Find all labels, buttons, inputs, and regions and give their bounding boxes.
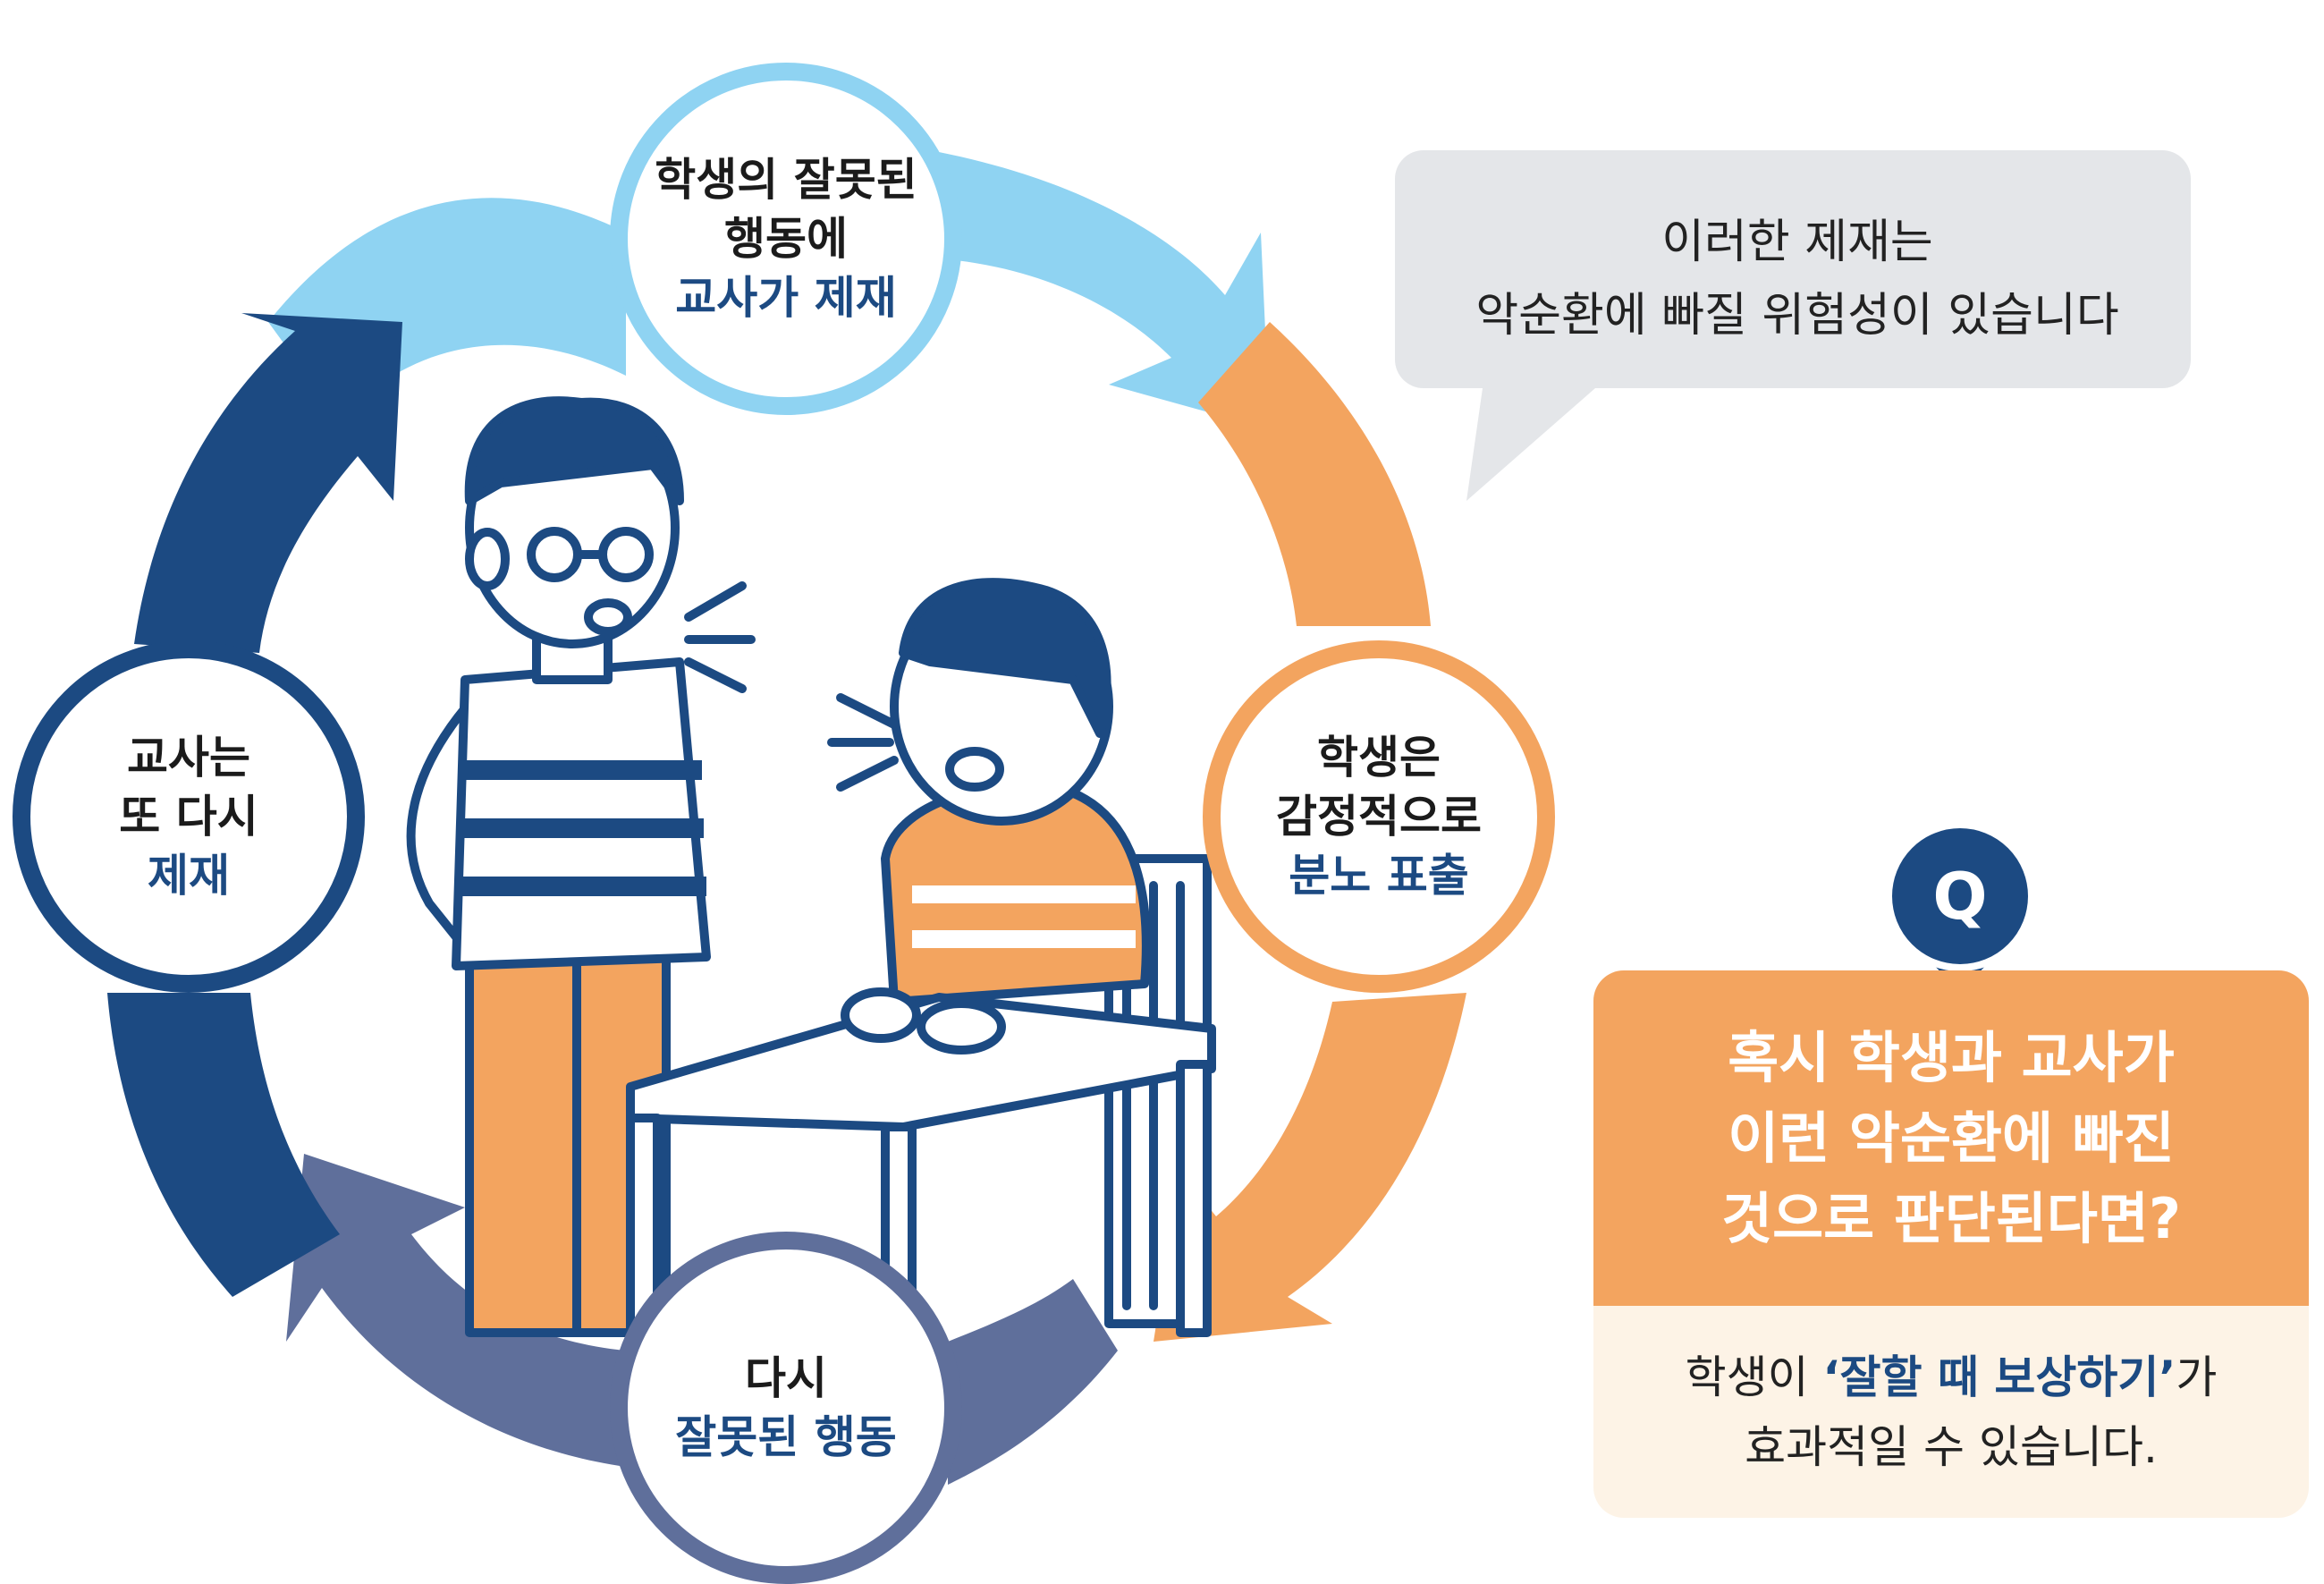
question-title: 혹시 학생과 교사가 이런 악순환에 빠진 것으로 판단된다면? bbox=[1593, 970, 2309, 1306]
student-illustration bbox=[626, 578, 1216, 1337]
arrow-right bbox=[1154, 322, 1466, 1342]
question-answer-line1: 학생이 ‘잘할 때 보상하기’가 bbox=[1686, 1343, 2218, 1412]
cycle-node-top-line1: 학생의 잘못된 bbox=[655, 154, 917, 206]
question-card: 혹시 학생과 교사가 이런 악순환에 빠진 것으로 판단된다면? 학생이 ‘잘할… bbox=[1593, 970, 2309, 1518]
cycle-node-top-line3: 교사가 제재 bbox=[675, 272, 897, 324]
question-title-line2: 이런 악순환에 빠진 bbox=[1728, 1105, 2175, 1171]
cycle-node-bottom: 다시 잘못된 행동 bbox=[610, 1232, 962, 1584]
cycle-node-bottom-line2: 잘못된 행동 bbox=[675, 1411, 897, 1463]
question-title-line3: 것으로 판단된다면? bbox=[1721, 1185, 2181, 1251]
speech-bubble: 이러한 제재는 악순환에 빠질 위험성이 있습니다 bbox=[1395, 206, 2200, 352]
cycle-node-top-line2: 행동에 bbox=[724, 213, 848, 265]
cycle-node-bottom-line1: 다시 bbox=[745, 1352, 827, 1404]
speech-bubble-shape bbox=[1395, 150, 2191, 501]
cycle-node-right-line1: 학생은 bbox=[1317, 732, 1441, 784]
cycle-node-top: 학생의 잘못된 행동에 교사가 제재 bbox=[610, 63, 962, 415]
cycle-node-left: 교사는 또 다시 제재 bbox=[13, 640, 365, 993]
teacher-illustration bbox=[406, 396, 756, 1337]
cycle-node-right-line3: 분노 표출 bbox=[1289, 850, 1469, 902]
question-title-line1: 혹시 학생과 교사가 bbox=[1728, 1024, 2175, 1090]
question-icon: Q bbox=[1885, 821, 2035, 971]
cycle-node-left-line3: 제재 bbox=[148, 850, 230, 902]
arrow-bottom bbox=[286, 1154, 1118, 1485]
cycle-node-left-line1: 교사는 bbox=[127, 732, 250, 784]
answer-highlight: ‘잘할 때 보상하기’ bbox=[1822, 1351, 2176, 1403]
speech-bubble-line1: 이러한 제재는 bbox=[1661, 216, 1933, 269]
speech-bubble-line2: 악순환에 빠질 위험성이 있습니다 bbox=[1475, 289, 2119, 343]
question-answer-line2: 효과적일 수 있습니다. bbox=[1745, 1420, 2158, 1473]
answer-suffix: 가 bbox=[2176, 1351, 2218, 1403]
cycle-node-right-line2: 감정적으로 bbox=[1276, 791, 1482, 843]
answer-prefix: 학생이 bbox=[1685, 1351, 1823, 1403]
cycle-node-right: 학생은 감정적으로 분노 표출 bbox=[1203, 640, 1555, 993]
question-answer: 학생이 ‘잘할 때 보상하기’가 효과적일 수 있습니다. bbox=[1593, 1306, 2309, 1518]
cycle-node-left-line2: 또 다시 bbox=[119, 791, 258, 843]
arrow-left bbox=[107, 313, 402, 1297]
